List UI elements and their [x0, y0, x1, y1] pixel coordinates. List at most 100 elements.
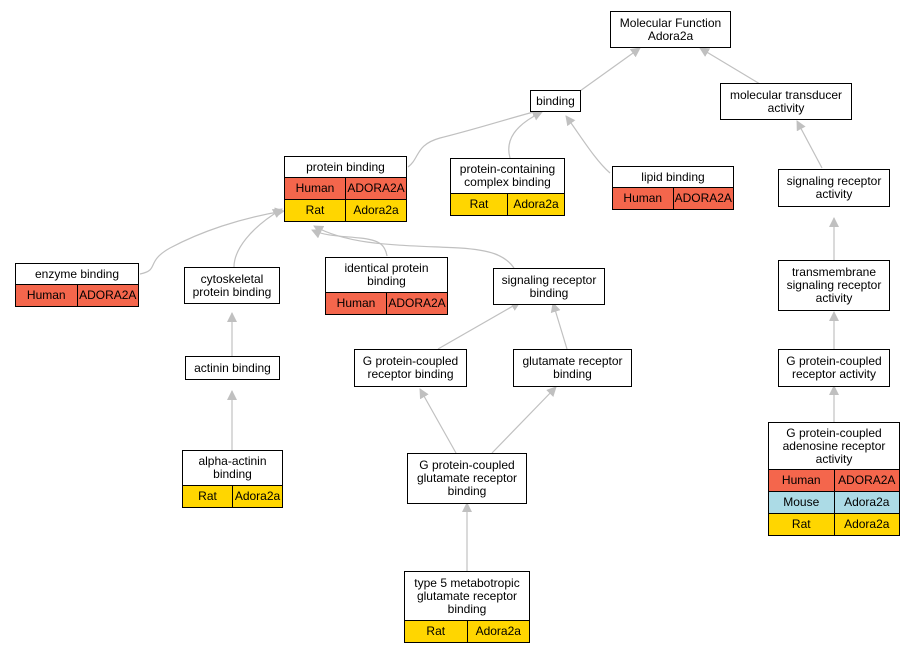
node-title-line: adenosine receptor — [782, 438, 886, 453]
node-title-line: G protein-coupled — [362, 354, 459, 368]
node-title-line: binding — [367, 274, 406, 288]
species-label: Human — [295, 181, 335, 195]
node-title-line: binding — [536, 93, 575, 108]
node-title-line: glutamate receptor — [522, 354, 623, 368]
node-title-line: activity — [815, 291, 853, 305]
edge-enzyme-protein-binding — [139, 207, 285, 275]
node-title-line: signaling receptor — [786, 278, 882, 292]
node-title-line: actinin binding — [194, 360, 271, 375]
gene-label: ADORA2A — [386, 293, 447, 314]
species-label: Rat — [469, 197, 489, 211]
gene-label: Adora2a — [833, 514, 900, 535]
edge-srec-binding-protein-binding — [313, 225, 515, 269]
node-title-line: complex binding — [464, 175, 551, 189]
gene-label: Adora2a — [466, 621, 530, 642]
node-title-line: binding — [553, 367, 592, 381]
node-title-line: alpha-actinin — [198, 454, 267, 468]
gene-label: Adora2a — [833, 492, 900, 513]
node-actinin-binding[interactable]: actinin binding — [185, 356, 280, 380]
gene-label: ADORA2A — [672, 188, 734, 209]
node-title-line: identical protein — [344, 261, 429, 275]
species-label: Rat — [305, 203, 325, 217]
edge-binding-mf — [579, 47, 641, 92]
node-title-line: protein binding — [192, 284, 272, 299]
node-title-line: binding — [447, 601, 487, 616]
edge-srec-activity-transducer — [796, 120, 823, 169]
species-label: Rat — [426, 624, 446, 638]
node-title-line: G protein-coupled — [786, 425, 882, 440]
node-title: binding — [531, 91, 580, 111]
gene-label: Adora2a — [345, 200, 406, 221]
species-label: Rat — [198, 489, 217, 503]
edge-protein-binding-binding — [407, 107, 542, 168]
node-title-line: G protein-coupled — [419, 458, 515, 472]
node-title-line: type 5 metabotropic — [414, 575, 520, 590]
node-title-line: signaling receptor — [501, 272, 597, 287]
node-title-line: transmembrane — [791, 265, 877, 279]
edge-protein-complex-binding — [508, 111, 543, 159]
node-title-line: receptor activity — [791, 367, 877, 381]
node-binding[interactable]: binding — [530, 90, 581, 112]
edge-cytoskeletal-protein-binding — [233, 208, 283, 268]
species-label: Human — [781, 473, 821, 487]
species-label: Human — [336, 296, 376, 310]
node-title-line: Adora2a — [647, 28, 694, 43]
node-title-line: signaling receptor — [786, 174, 882, 188]
species-label: Mouse — [783, 495, 820, 509]
edge-lipid-binding — [565, 115, 611, 174]
node-title-line: glutamate receptor — [416, 471, 518, 485]
node-title-line: activity — [767, 100, 805, 115]
species-row-mouse: Mouse Adora2a — [769, 491, 899, 513]
node-title-line: protein binding — [306, 159, 385, 174]
species-row-human: Human ADORA2A — [326, 292, 447, 314]
node-title: enzyme binding — [16, 264, 138, 284]
species-label: Human — [26, 288, 66, 302]
node-title-line: receptor binding — [367, 367, 454, 381]
node-title-line: protein-containing — [459, 162, 556, 176]
node-title-line: activity — [815, 451, 853, 466]
node-title-line: binding — [447, 484, 487, 498]
node-title-line: activity — [815, 187, 853, 201]
node-title-line: molecular transducer — [729, 87, 843, 102]
node-title-line: Molecular Function — [619, 15, 722, 30]
